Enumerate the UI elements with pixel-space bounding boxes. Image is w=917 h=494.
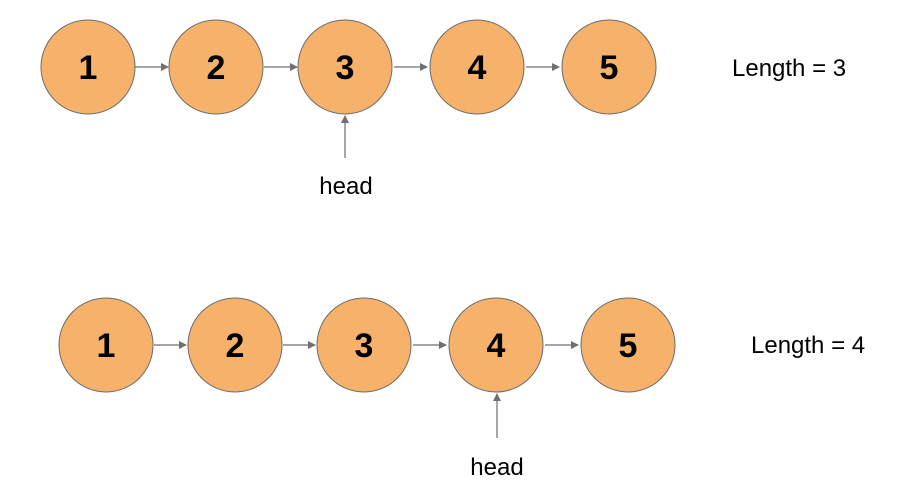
length-label: Length = 3 [732,55,846,82]
node-value: 1 [97,327,116,365]
node-value: 4 [468,49,487,87]
list-node: 2 [168,19,264,115]
node-value: 5 [619,327,638,365]
node-value: 3 [355,327,374,365]
list-node-head: 4 [448,297,544,393]
list-node: 4 [429,19,525,115]
node-value: 3 [336,49,355,87]
linked-list-1: 1 2 3 4 5 head Length = 3 [40,19,846,200]
list-node: 1 [40,19,136,115]
list-node: 5 [580,297,676,393]
list-node-head: 3 [297,19,393,115]
node-value: 2 [207,49,226,87]
node-value: 4 [487,327,506,365]
head-label: head [319,173,372,200]
node-value: 1 [79,49,98,87]
node-value: 5 [600,49,619,87]
length-label: Length = 4 [751,332,865,359]
node-value: 2 [226,327,245,365]
list-node: 1 [58,297,154,393]
list-node: 3 [316,297,412,393]
list-node: 2 [187,297,283,393]
linked-list-2: 1 2 3 4 5 head Length = 4 [58,297,865,481]
list-node: 5 [561,19,657,115]
head-label: head [470,454,523,481]
